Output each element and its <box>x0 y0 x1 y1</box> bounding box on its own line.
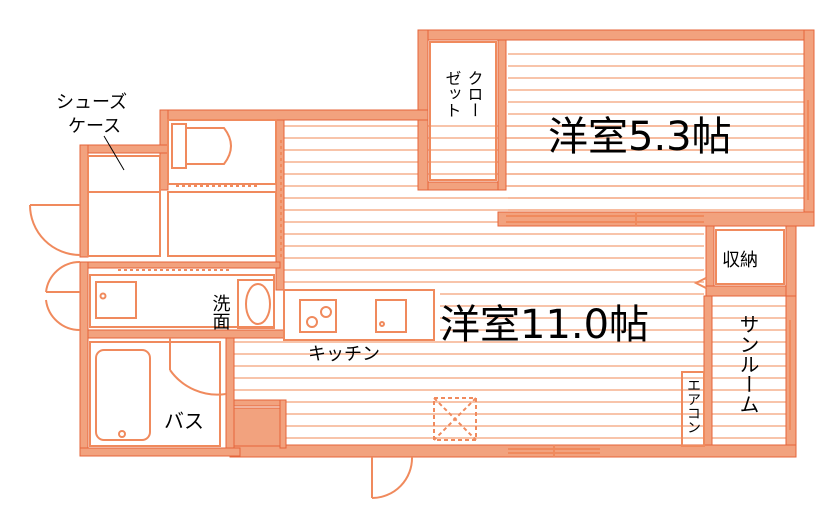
storage-label: 収納 <box>722 250 758 271</box>
doors <box>29 204 414 499</box>
kitchen-label: キッチン <box>308 344 380 365</box>
aircon-label: エアコン <box>685 378 701 434</box>
sunroom-label: サンルーム <box>736 314 760 414</box>
room-label-western-large: 洋室11.0帖 <box>440 302 649 348</box>
floor-striping <box>234 45 804 446</box>
room-label-western-small: 洋室5.3帖 <box>548 114 732 160</box>
washroom-label: 洗面 <box>210 294 231 330</box>
closet-label-col2: ゼット <box>443 70 462 118</box>
closet-label-col1: クロー <box>465 70 484 118</box>
bath-label: バス <box>164 409 204 433</box>
shoe-case-label-line2: ケース <box>68 116 121 137</box>
shoe-case-leader <box>103 135 125 171</box>
labels: 洋室11.0帖 洋室5.3帖 クロー ゼット 収納 サンルーム エアコン キッチ… <box>56 70 760 434</box>
shoe-case-label-line1: シューズ <box>56 92 127 113</box>
